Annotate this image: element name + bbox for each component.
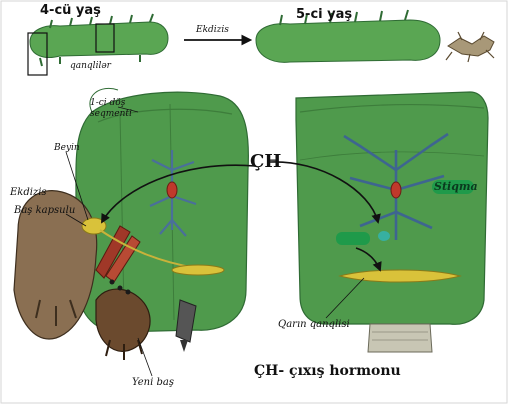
prothoracic-leg: [176, 300, 196, 352]
left-spiracle: [167, 182, 177, 198]
caption-text: - çıxış hormonu: [278, 363, 400, 379]
ecdysis-label: Ekdizis: [10, 188, 47, 198]
hormone-abbr-label: ÇH: [250, 153, 281, 171]
right-spiracle: [391, 182, 401, 198]
ganglia-label: qanqlilər: [70, 62, 111, 71]
segment-label-line1: 1-ci döş: [90, 99, 125, 108]
stage-label-4th-instar: 4-cü yaş: [40, 4, 101, 17]
right-body-section: [296, 92, 488, 324]
molt-label: Ekdizis: [196, 26, 229, 35]
caption: ÇH- çıxış hormonu: [254, 364, 401, 378]
caption-abbr: ÇH: [254, 363, 278, 379]
stage-label-5th-instar: 5-ci yaş: [296, 8, 352, 21]
head-capsule-label: Baş kapsulu: [14, 206, 75, 216]
ventral-ganglion-label: Qarın qanqlisi: [278, 320, 350, 330]
segment-label-line2: seqmenti: [90, 110, 132, 119]
caterpillar-4th-instar: [30, 14, 168, 66]
brain-label: Beyin: [54, 144, 80, 153]
segment-stalk: [368, 324, 432, 352]
new-head-label: Yeni baş: [132, 378, 174, 388]
spiracle-label: Stiqma: [434, 181, 478, 192]
shed-exuvia: [446, 32, 494, 62]
